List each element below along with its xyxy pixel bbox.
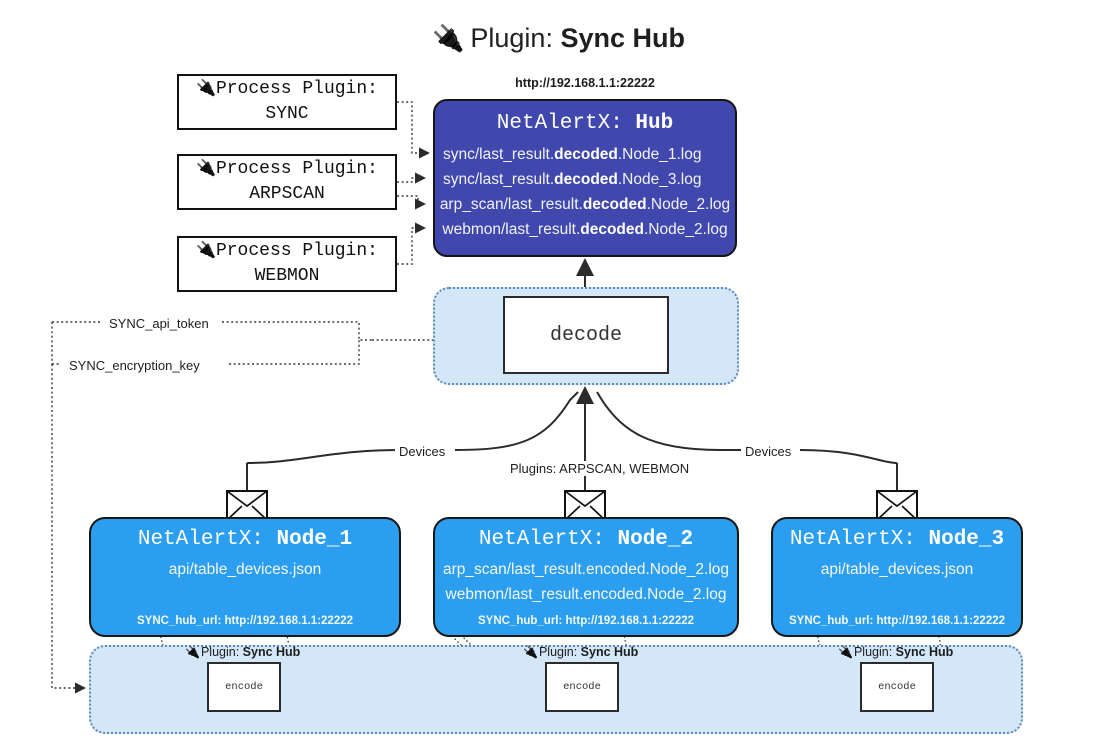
node-hub-url: SYNC_hub_url: http://192.168.1.1:22222 <box>136 615 354 627</box>
page-title-name: Sync Hub <box>560 23 685 53</box>
plug-icon: 🔌 <box>432 23 465 53</box>
process-plugin-box-webmon[interactable]: 🔌Process Plugin: WEBMON <box>177 236 397 292</box>
decode-box[interactable]: decode <box>503 296 669 374</box>
process-plugin-line1: 🔌Process Plugin: <box>196 79 378 99</box>
node-line-list: arp_scan/last_result.encoded.Node_2.log … <box>435 557 737 607</box>
node-line: arp_scan/last_result.encoded.Node_2.log <box>442 561 730 578</box>
plug-icon: 🔌 <box>196 160 216 178</box>
encode-plugin-label: 🔌Plugin: Sync Hub <box>185 645 301 659</box>
encode-box[interactable]: encode <box>207 662 281 712</box>
hub-url-label: http://192.168.1.1:22222 <box>515 76 655 90</box>
page-title: 🔌Plugin: Sync Hub <box>0 16 1117 60</box>
plug-icon: 🔌 <box>196 80 216 98</box>
process-plugin-box-sync[interactable]: 🔌Process Plugin: SYNC <box>177 74 397 130</box>
process-plugin-line2: ARPSCAN <box>249 184 325 204</box>
encode-box[interactable]: encode <box>545 662 619 712</box>
node-box-node-1[interactable]: NetAlertX: Node_1 api/table_devices.json… <box>89 517 401 637</box>
encode-box[interactable]: encode <box>860 662 934 712</box>
node-line-list: api/table_devices.json <box>773 557 1021 582</box>
node-title: NetAlertX: Node_1 <box>137 528 353 551</box>
node-title: NetAlertX: Node_2 <box>478 528 694 551</box>
node-box-node-3[interactable]: NetAlertX: Node_3 api/table_devices.json… <box>771 517 1023 637</box>
envelope-icon <box>564 490 606 521</box>
hub-log-row: sync/last_result.decoded.Node_3.log <box>443 171 702 188</box>
plug-icon: 🔌 <box>523 645 538 659</box>
sync-api-token-label: SYNC_api_token <box>104 316 214 331</box>
hub-node[interactable]: NetAlertX: Hub sync/last_result.decoded.… <box>433 99 737 257</box>
process-plugin-line2: WEBMON <box>254 266 320 286</box>
edge-label-devices-left: Devices <box>395 444 450 459</box>
plug-icon: 🔌 <box>185 645 200 659</box>
hub-log-list: sync/last_result.decoded.Node_1.log sync… <box>435 142 735 242</box>
hub-log-row: sync/last_result.decoded.Node_1.log <box>443 146 702 163</box>
plug-icon: 🔌 <box>838 645 853 659</box>
encode-plugin-label: 🔌Plugin: Sync Hub <box>838 645 954 659</box>
node-line-list: api/table_devices.json <box>91 557 399 582</box>
edge-label-plugins: Plugins: ARPSCAN, WEBMON <box>506 461 694 476</box>
process-plugin-line1: 🔌Process Plugin: <box>196 159 378 179</box>
plug-icon: 🔌 <box>196 242 216 260</box>
process-plugin-line1: 🔌Process Plugin: <box>196 241 378 261</box>
hub-log-row: arp_scan/last_result.decoded.Node_2.log <box>439 196 731 213</box>
hub-log-row: webmon/last_result.decoded.Node_2.log <box>442 221 728 238</box>
node-line: api/table_devices.json <box>820 561 974 578</box>
edge-label-devices-right: Devices <box>741 444 796 459</box>
node-hub-url: SYNC_hub_url: http://192.168.1.1:22222 <box>477 615 695 627</box>
process-plugin-line2: SYNC <box>265 104 309 124</box>
sync-encryption-key-label: SYNC_encryption_key <box>64 358 205 373</box>
page-title-prefix: Plugin: <box>470 23 561 53</box>
node-title: NetAlertX: Node_3 <box>789 528 1005 551</box>
node-box-node-2[interactable]: NetAlertX: Node_2 arp_scan/last_result.e… <box>433 517 739 637</box>
node-line: webmon/last_result.encoded.Node_2.log <box>445 586 727 603</box>
node-hub-url: SYNC_hub_url: http://192.168.1.1:22222 <box>788 615 1006 627</box>
hub-title: NetAlertX: Hub <box>496 112 674 135</box>
node-line: api/table_devices.json <box>168 561 322 578</box>
process-plugin-box-arpscan[interactable]: 🔌Process Plugin: ARPSCAN <box>177 154 397 210</box>
encode-plugin-label: 🔌Plugin: Sync Hub <box>523 645 639 659</box>
